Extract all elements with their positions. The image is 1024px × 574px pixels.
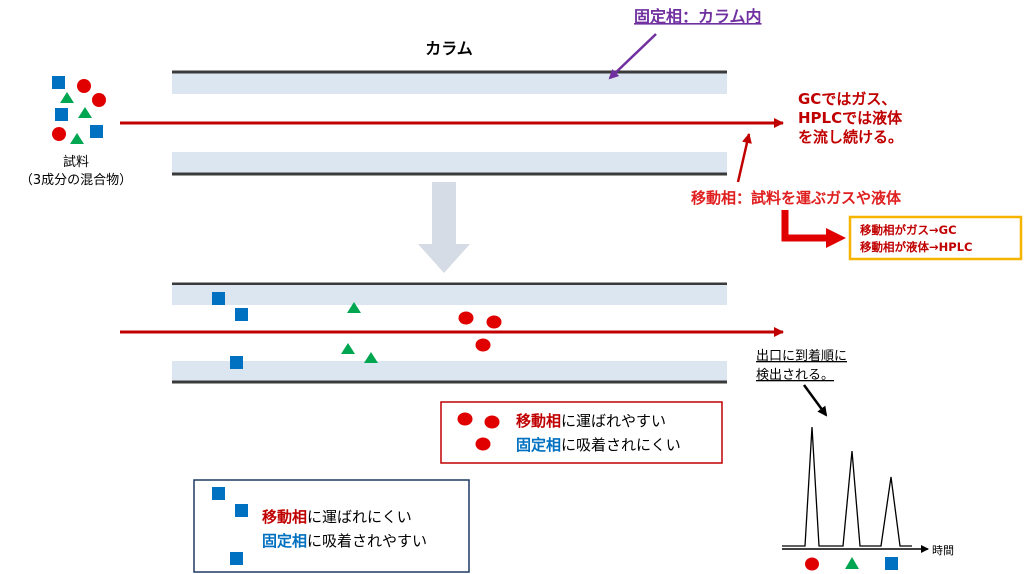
- gc-hplc-box: [848, 215, 1023, 261]
- box-circle-icon: [475, 437, 491, 451]
- gc-text-line1: GCではガス、: [798, 90, 896, 108]
- detection-label-line1: 出口に到着順に: [756, 348, 847, 364]
- gc-text-line2: HPLCでは液体: [798, 109, 903, 127]
- sample-triangle: [70, 133, 84, 144]
- sample-circle: [77, 79, 91, 93]
- stationary-phase-pointer: [608, 33, 657, 80]
- top-column-lower-phase: [172, 152, 727, 174]
- down-arrow: [418, 182, 470, 273]
- sample-circle: [92, 93, 106, 107]
- square-component: [235, 308, 248, 321]
- bottom-column: [172, 282, 727, 384]
- gc-hplc-box-line1: 移動相がガス→GC: [860, 223, 957, 237]
- sample-mixture: [52, 76, 106, 144]
- mobile-phase-pointer: [736, 133, 752, 183]
- sample-triangle: [60, 92, 74, 103]
- box-circle-icon: [457, 412, 473, 426]
- square-component: [212, 292, 225, 305]
- hardly-carried-text: に運ばれにくい: [307, 508, 412, 526]
- gc-text-line3: を流し続ける。: [798, 128, 903, 146]
- box-square-icon: [235, 504, 248, 517]
- detection-pointer: [802, 384, 828, 417]
- sample-circle: [52, 127, 66, 141]
- easily-carried-text: に運ばれやすい: [561, 412, 666, 430]
- stationary-phase-label: 固定相：カラム内: [634, 7, 762, 26]
- box-circle-icon: [484, 415, 500, 429]
- peak-circle-marker: [805, 557, 819, 571]
- easily-carried-box: [440, 401, 723, 464]
- sample-square: [90, 125, 103, 138]
- column-title: カラム: [425, 39, 473, 58]
- sample-square: [55, 108, 68, 121]
- box-square-icon: [212, 487, 225, 500]
- triangle-component: [347, 302, 361, 313]
- triangle-component: [341, 343, 355, 354]
- chromatogram: 時間: [782, 426, 954, 571]
- hardly-carried-line1: 移動相に運ばれにくい: [262, 508, 412, 526]
- separated-components: [212, 292, 502, 369]
- circle-component: [475, 338, 491, 352]
- stationary-phase-term: 固定相: [262, 532, 307, 550]
- detection-label-line2: 検出される。: [756, 368, 834, 383]
- mobile-phase-term: 移動相: [262, 508, 307, 526]
- sample-triangle: [78, 107, 92, 118]
- mobile-phase-elbow-arrowhead: [826, 228, 846, 248]
- top-column-upper-phase: [172, 72, 727, 94]
- strongly-adsorbed-text: に吸着されやすい: [307, 532, 427, 550]
- circle-component: [458, 311, 474, 325]
- hardly-carried-line2: 固定相に吸着されやすい: [262, 532, 427, 550]
- mobile-phase-term: 移動相: [516, 412, 561, 430]
- bottom-column-lower-phase: [172, 361, 727, 381]
- peak-square-marker: [885, 557, 898, 570]
- mobile-phase-elbow-arrow: [781, 210, 828, 242]
- sample-label: 試料: [63, 154, 89, 170]
- peak-triangle-marker: [845, 557, 859, 569]
- sample-square: [52, 76, 65, 89]
- stationary-phase-term: 固定相: [516, 436, 561, 454]
- triangle-component: [364, 352, 378, 363]
- circle-component: [486, 315, 502, 329]
- mobile-phase-label: 移動相：試料を運ぶガスや液体: [691, 189, 902, 207]
- box-square-icon: [230, 552, 243, 565]
- top-column: [172, 70, 727, 176]
- easily-carried-line1: 移動相に運ばれやすい: [516, 412, 666, 430]
- time-axis-label: 時間: [932, 544, 954, 557]
- square-component: [230, 356, 243, 369]
- weakly-adsorbed-text: に吸着されにくい: [561, 436, 681, 454]
- sample-sublabel: （3成分の混合物）: [20, 173, 132, 188]
- gc-hplc-box-line2: 移動相が液体→HPLC: [860, 240, 972, 254]
- chromatogram-trace: [782, 426, 912, 547]
- bottom-column-upper-phase: [172, 285, 727, 305]
- easily-carried-line2: 固定相に吸着されにくい: [516, 436, 681, 454]
